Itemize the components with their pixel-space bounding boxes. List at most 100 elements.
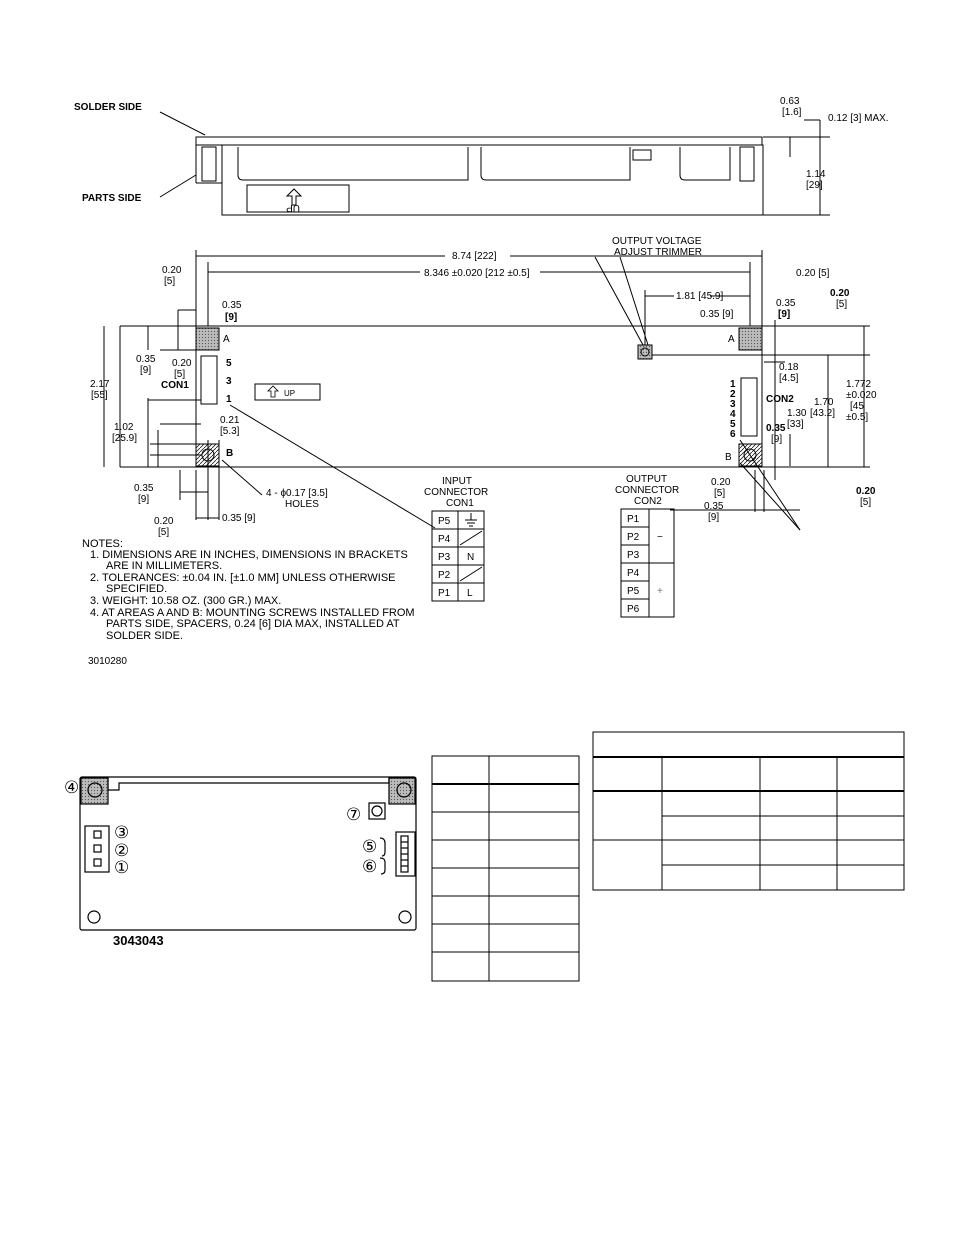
output-plus: + — [657, 586, 663, 597]
callout-6: ⑥ — [362, 857, 377, 876]
callout-5: ⑤ — [362, 837, 377, 856]
output-connector-title-3: CON2 — [634, 496, 662, 507]
output-pin-p6: P6 — [627, 604, 640, 615]
up-arrow-icon — [285, 188, 303, 206]
empty-spec-table — [592, 731, 905, 891]
dim-181: 1.81 [45.9] — [676, 291, 723, 302]
callout-3: ③ — [114, 823, 129, 842]
dim-020-con: 0.20 — [172, 358, 192, 369]
input-fn-p1: L — [467, 588, 473, 599]
dim-035-top: 0.35 — [222, 300, 242, 311]
con2-pin-5: 5 — [730, 419, 736, 430]
dim-020-bottom-left-mm: [5] — [158, 527, 169, 538]
input-pin-p4: P4 — [438, 534, 451, 545]
dim-1772: 1.772 — [846, 379, 871, 390]
dim-102-mm: [25.9] — [112, 433, 137, 444]
input-pin-p3: P3 — [438, 552, 451, 563]
dim-020-left: 0.20 — [162, 265, 182, 276]
dim-874: 8.74 [222] — [452, 251, 497, 262]
solder-side-label: SOLDER SIDE — [74, 102, 142, 113]
dim-035-left-mm: [9] — [140, 365, 151, 376]
dim-020-con-mm: [5] — [174, 369, 185, 380]
holes-label-2: HOLES — [285, 499, 319, 510]
output-pin-p4: P4 — [627, 568, 640, 579]
con1-pin-1: 1 — [226, 394, 232, 405]
dim-170-mm: [43.2] — [810, 408, 835, 419]
dim-035-con2: 0.35 — [766, 423, 786, 434]
trimmer-label-1: OUTPUT VOLTAGE — [612, 236, 702, 247]
dim-170: 1.70 — [814, 397, 834, 408]
dim-012: 0.12 [3] MAX. — [828, 113, 889, 124]
input-pin-p5: P5 — [438, 516, 451, 527]
empty-pin-table — [431, 755, 580, 982]
input-pin-p2: P2 — [438, 570, 451, 581]
dim-020-b-mm: [5] — [714, 488, 725, 499]
board-view — [79, 776, 417, 931]
dim-035-bottom-left: 0.35 — [134, 483, 154, 494]
parts-side-label: PARTS SIDE — [82, 193, 142, 204]
dim-020-right: 0.20 [5] — [796, 268, 830, 279]
con1-pin-3: 3 — [226, 376, 232, 387]
area-b-right: B — [725, 452, 732, 463]
con2-pin-3: 3 — [730, 399, 736, 410]
dim-035-con2-mm: [9] — [771, 434, 782, 445]
callout-4: ④ — [64, 778, 79, 797]
dim-020-bottom-left: 0.20 — [154, 516, 174, 527]
dim-020-left-mm: [5] — [164, 276, 175, 287]
dim-035-top-mm: [9] — [225, 312, 237, 323]
con1-pin-5: 5 — [226, 358, 232, 369]
input-connector-table — [431, 510, 485, 602]
side-view — [159, 111, 830, 216]
board-drawing-number: 3043043 — [113, 933, 164, 948]
output-connector-title-1: OUTPUT — [626, 474, 667, 485]
con2-pin-6: 6 — [730, 429, 736, 440]
con2-label: CON2 — [766, 394, 794, 405]
con2-pin-2: 2 — [730, 389, 736, 400]
dim-018: 0.18 — [779, 362, 799, 373]
con1-label: CON1 — [161, 380, 189, 391]
output-connector-title-2: CONNECTOR — [615, 485, 679, 496]
dim-102: 1.02 — [114, 422, 134, 433]
dim-130: 1.30 — [787, 408, 807, 419]
input-pin-p1: P1 — [438, 588, 451, 599]
notes-heading: NOTES: — [82, 538, 123, 550]
trimmer-label-2: ADJUST TRIMMER — [614, 247, 702, 258]
area-b-left: B — [226, 448, 233, 459]
note-line-1: 1. DIMENSIONS ARE IN INCHES, DIMENSIONS … — [90, 549, 408, 561]
dim-020-b: 0.20 — [711, 477, 731, 488]
output-pin-p1: P1 — [627, 514, 640, 525]
output-minus: − — [657, 532, 663, 543]
callout-7: ⑦ — [346, 805, 361, 824]
dim-035-right-top: 0.35 — [776, 298, 796, 309]
up-arrow-icon — [267, 385, 279, 398]
dim-1772-mm: [45 — [850, 401, 864, 412]
dim-114-mm: [29] — [806, 180, 823, 191]
note-line-3: 2. TOLERANCES: ±0.04 IN. [±1.0 MM] UNLES… — [90, 572, 396, 584]
output-connector-table — [620, 508, 675, 618]
dim-035-b: 0.35 — [704, 501, 724, 512]
dim-035-right-top-mm: [9] — [778, 309, 790, 320]
dim-1772-mm2: ±0.5] — [846, 412, 868, 423]
area-a-right: A — [728, 334, 735, 345]
dim-130-mm: [33] — [787, 419, 804, 430]
dim-021: 0.21 — [220, 415, 240, 426]
notes-drawing-number: 3010280 — [88, 656, 127, 667]
output-pin-p5: P5 — [627, 586, 640, 597]
top-view — [103, 250, 870, 531]
board-outline — [79, 776, 417, 931]
dim-020-far-right: 0.20 — [830, 288, 850, 299]
dim-018-mm: [4.5] — [779, 373, 799, 384]
dim-020-far-right-mm: [5] — [836, 299, 847, 310]
output-pin-p3: P3 — [627, 550, 640, 561]
top-up-label: UP — [284, 389, 295, 398]
input-connector-title-2: CONNECTOR — [424, 487, 488, 498]
dim-1772-tol: ±0.020 — [846, 390, 877, 401]
dim-035-b-mm: [9] — [708, 512, 719, 523]
note-line-8: SOLDER SIDE. — [106, 630, 183, 642]
dim-021-mm: [5.3] — [220, 426, 240, 437]
dim-063-mm: [1.6] — [782, 107, 802, 118]
con2-pin-4: 4 — [730, 409, 736, 420]
note-line-7: PARTS SIDE, SPACERS, 0.24 [6] DIA MAX, I… — [106, 618, 400, 630]
dim-020-bottom-right: 0.20 — [856, 486, 876, 497]
